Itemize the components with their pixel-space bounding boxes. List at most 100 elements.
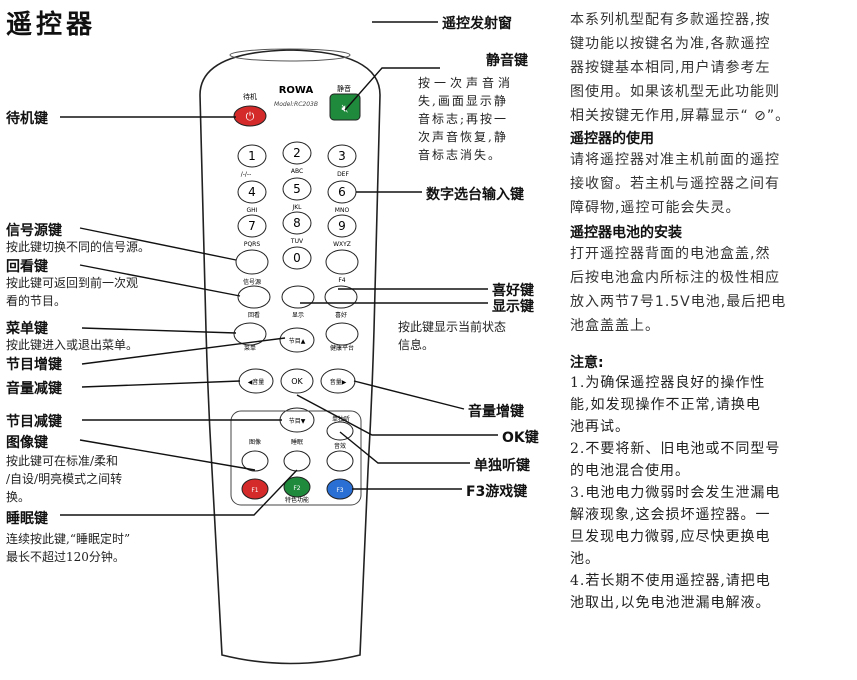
- intro-line: 本系列机型配有多款遥控器,按: [570, 12, 771, 28]
- digit-keys-label: 数字选台输入键: [426, 187, 524, 203]
- menu-button[interactable]: [233, 322, 267, 346]
- note-line: 的电池混合使用。: [570, 463, 690, 479]
- note-line: 池。: [570, 551, 600, 567]
- digit-2-button[interactable]: [282, 141, 312, 165]
- svg-text:7: 7: [248, 219, 256, 233]
- svg-text:GHI: GHI: [247, 207, 258, 214]
- svg-text:喜好: 喜好: [335, 311, 347, 319]
- svg-text:6: 6: [338, 185, 346, 199]
- recall-key-label: 回看键: [6, 259, 48, 275]
- power-icon: ⏻: [246, 110, 255, 123]
- svg-text:DEF: DEF: [337, 171, 349, 178]
- display-key-desc-2: 信息。: [398, 338, 435, 352]
- digit-5-button[interactable]: [282, 177, 312, 201]
- mute-key-label: 静音键: [486, 53, 528, 69]
- digit-4-button[interactable]: [237, 180, 267, 204]
- note-line: 2.不要将新、旧电池或不同型号: [570, 441, 781, 457]
- model-text: Model:RC203B: [274, 101, 318, 108]
- digit-0-button[interactable]: [282, 246, 312, 270]
- svg-text:OK: OK: [291, 377, 303, 386]
- svg-text:8: 8: [293, 216, 301, 230]
- digit-3-button[interactable]: [327, 144, 357, 168]
- usage-line: 接收窗。若主机与遥控器之间有: [570, 176, 780, 192]
- note-line: 能,如发现操作不正常,请换电: [570, 397, 761, 413]
- recall-key-desc-2: 看的节目。: [6, 294, 67, 308]
- mute-key-label: 静音: [337, 84, 351, 93]
- sleep-key-desc-1: 连续按此键,“睡眠定时”: [6, 532, 131, 546]
- recall-button[interactable]: [237, 285, 271, 309]
- picture-button[interactable]: [241, 450, 269, 472]
- note-line: 池取出,以免电池泄漏电解液。: [570, 595, 771, 611]
- svg-text:2: 2: [293, 146, 301, 160]
- battery-line: 池盒盖盖上。: [570, 318, 660, 334]
- display-button[interactable]: [281, 285, 315, 309]
- mute-key-desc-1: 按一次声音消: [418, 76, 515, 90]
- f3-game-key-label: F3游戏键: [466, 484, 528, 500]
- channel-up-button[interactable]: [279, 327, 315, 353]
- menu-key-desc: 按此键进入或退出菜单。: [6, 338, 139, 352]
- note-line: 池再试。: [570, 419, 630, 435]
- note-line: 旦发现电力微弱,应尽快更换电: [570, 529, 771, 545]
- svg-text:节目▼: 节目▼: [289, 417, 306, 425]
- intro-line: 键功能以按键名为准,各款遥控: [570, 36, 771, 52]
- digit-1-button[interactable]: [237, 144, 267, 168]
- sleep-key-desc-2: 最长不超过120分钟。: [6, 550, 125, 564]
- battery-line: 打开遥控器背面的电池盒盖,然: [570, 246, 771, 262]
- svg-text:回看: 回看: [248, 311, 260, 319]
- svg-text:◀音量: ◀音量: [248, 378, 265, 386]
- sleep-key-label: 睡眠键: [6, 511, 48, 527]
- intro-paragraph: 本系列机型配有多款遥控器,按键功能以按键名为准,各款遥控器按键基本相同,用户请参…: [570, 8, 854, 128]
- standby-button[interactable]: [233, 105, 267, 127]
- menu-key-label: 菜单键: [6, 321, 48, 337]
- ok-button[interactable]: [280, 368, 314, 394]
- sound-button[interactable]: [326, 450, 354, 472]
- standby-key-label: 待机键: [6, 111, 48, 127]
- health-button[interactable]: [325, 322, 359, 346]
- svg-text:MNO: MNO: [335, 207, 350, 214]
- battery-heading: 遥控器电池的安装: [570, 225, 682, 241]
- mute-key-desc-4: 次声音恢复,静: [418, 130, 508, 144]
- function-block: [230, 410, 362, 506]
- svg-text:ABC: ABC: [291, 168, 303, 175]
- svg-text:健康平台: 健康平台: [330, 344, 354, 352]
- leader-lines: [60, 21, 498, 516]
- digit-7-button[interactable]: [237, 214, 267, 238]
- svg-text:F3: F3: [336, 487, 343, 494]
- note-line: 1.为确保遥控器良好的操作性: [570, 375, 766, 391]
- source-button[interactable]: [235, 249, 269, 275]
- digit-8-button[interactable]: [282, 211, 312, 235]
- svg-text:F1: F1: [251, 487, 258, 494]
- intro-line: 相关按键无作用,屏幕显示“ ⊘”。: [570, 108, 791, 124]
- svg-text:节目▲: 节目▲: [289, 337, 306, 345]
- sleep-button[interactable]: [283, 450, 311, 472]
- audio-only-button[interactable]: [326, 421, 354, 441]
- svg-text:0: 0: [293, 251, 301, 265]
- svg-text:3: 3: [338, 149, 346, 163]
- svg-text:显示: 显示: [292, 312, 304, 319]
- usage-line: 请将遥控器对准主机前面的遥控: [570, 152, 780, 168]
- picture-key-label: 图像键: [6, 435, 48, 451]
- battery-line: 后按电池盒内所标注的极性相应: [570, 270, 780, 286]
- svg-text:TUV: TUV: [290, 238, 304, 245]
- mute-key-desc-2: 失,画面显示静: [418, 94, 508, 108]
- digit-9-button[interactable]: [327, 214, 357, 238]
- number-pad: 1 2 3 /-/-- ABC DEF 4 5 6 GHI JKL MNO 7 …: [237, 141, 357, 270]
- f2-button[interactable]: [283, 476, 311, 498]
- display-key-label: 显示键: [492, 299, 534, 315]
- picture-key-desc-1: 按此键可在标准/柔和: [6, 454, 119, 468]
- svg-text:5: 5: [293, 182, 301, 196]
- mute-key-desc-3: 音标志;再按一: [418, 112, 509, 126]
- usage-paragraph: 请将遥控器对准主机前面的遥控接收窗。若主机与遥控器之间有障碍物,遥控可能会失灵。: [570, 148, 854, 220]
- ok-key-label: OK键: [502, 430, 539, 446]
- volume-up-key-label: 音量增键: [468, 404, 524, 420]
- svg-text:特色功能: 特色功能: [285, 496, 309, 504]
- note-line: 4.若长期不使用遥控器,请把电: [570, 573, 771, 589]
- source-key-label: 信号源键: [6, 223, 62, 239]
- f4-button[interactable]: [325, 249, 359, 275]
- f1-button[interactable]: [241, 478, 269, 500]
- battery-line: 放入两节7号1.5V电池,最后把电: [570, 294, 787, 310]
- svg-text:1: 1: [248, 149, 256, 163]
- svg-text:信号源: 信号源: [243, 278, 261, 286]
- side-text-column: 本系列机型配有多款遥控器,按键功能以按键名为准,各款遥控器按键基本相同,用户请参…: [570, 8, 854, 614]
